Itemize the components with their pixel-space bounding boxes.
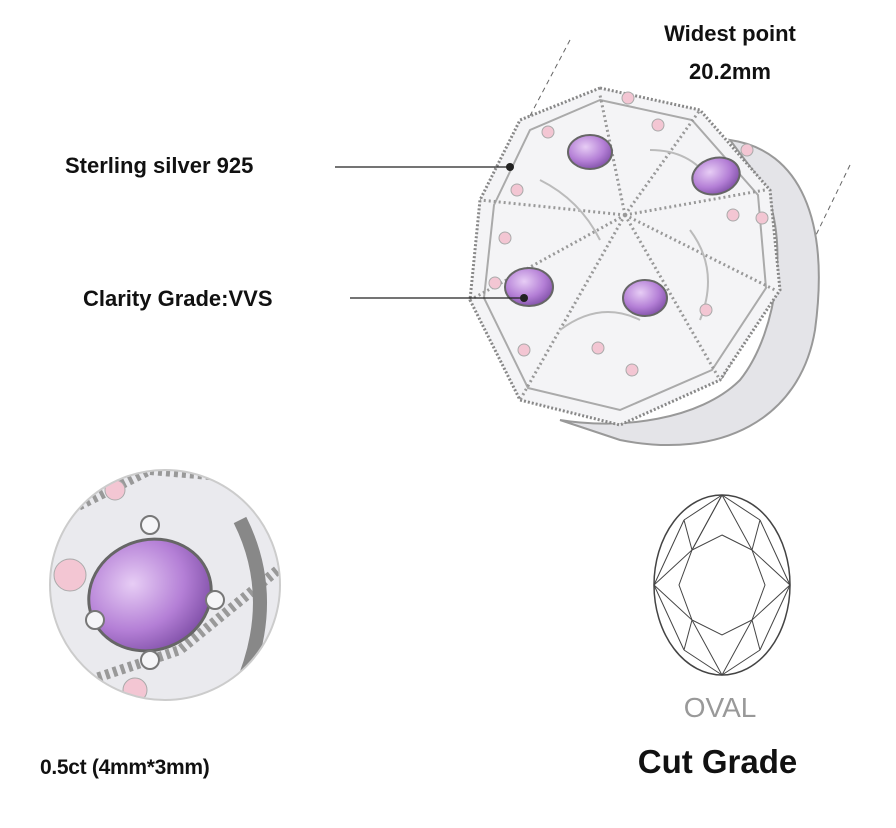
material-label: Sterling silver 925 <box>65 153 254 178</box>
closeup-border <box>49 469 281 701</box>
oval-cut-diagram <box>653 494 791 677</box>
dimension-title: Widest point <box>664 21 796 46</box>
cut-shape-label: OVAL <box>683 692 757 723</box>
dimension-value: 20.2mm <box>689 59 771 84</box>
amethyst-stones <box>504 134 741 317</box>
stone-closeup <box>50 470 280 700</box>
cut-grade-title: Cut Grade <box>637 743 798 780</box>
dimension-line-right <box>799 164 851 269</box>
clarity-callout-dot <box>520 294 528 302</box>
ring-head <box>468 86 782 427</box>
dimension-label: Widest point 20.2mm <box>640 15 820 91</box>
clarity-label: Clarity Grade:VVS <box>83 286 273 311</box>
stone-size-label: 0.5ct (4mm*3mm) <box>40 756 210 779</box>
material-callout-dot <box>506 163 514 171</box>
pink-accent-stones <box>488 91 769 377</box>
